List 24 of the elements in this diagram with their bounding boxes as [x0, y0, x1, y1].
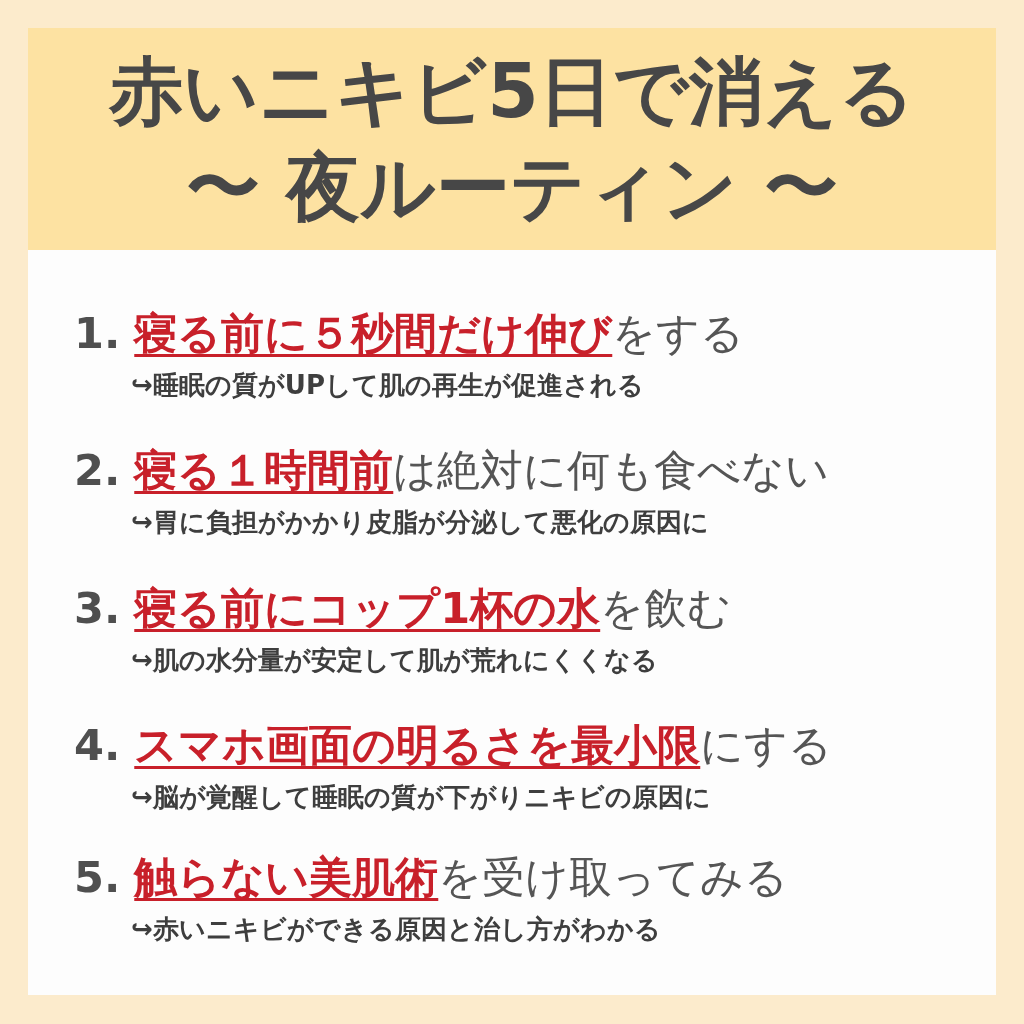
- highlighted-text: 寝る１時間前: [134, 445, 394, 495]
- item-text: を飲む: [600, 583, 732, 633]
- note-text: ↪脳が覚醒して睡眠の質が下がりニキビの原因に: [131, 781, 711, 814]
- item-number: 1.: [74, 308, 121, 358]
- item-number: 3.: [74, 583, 121, 633]
- highlighted-text: 寝る前に５秒間だけ伸び: [134, 308, 613, 358]
- item-text: にする: [700, 720, 833, 770]
- item-text: を受け取ってみる: [438, 852, 789, 902]
- highlighted-text: スマホ画面の明るさを最小限: [134, 720, 701, 770]
- title-text: 〜 夜ルーティン 〜: [185, 143, 839, 232]
- item-text: をする: [612, 308, 745, 358]
- highlighted-text: 寝る前にコップ1杯の水: [134, 583, 601, 633]
- note-text: ↪睡眠の質がUPして肌の再生が促進される: [131, 369, 644, 402]
- note-text: ↪胃に負担がかかり皮脂が分泌して悪化の原因に: [131, 506, 709, 539]
- title-band: [28, 28, 996, 250]
- item-number: 5.: [74, 852, 121, 902]
- highlighted-text: 触らない美肌術: [134, 852, 439, 902]
- item-number: 2.: [74, 445, 121, 495]
- title-text: 赤いニキビ5日で消える: [107, 47, 916, 136]
- note-text: ↪赤いニキビができる原因と治し方がわかる: [131, 913, 661, 946]
- item-text: は絶対に何も食べない: [393, 445, 830, 495]
- note-text: ↪肌の水分量が安定して肌が荒れにくくなる: [131, 644, 658, 677]
- item-number: 4.: [74, 720, 121, 770]
- content-panel: [28, 250, 996, 995]
